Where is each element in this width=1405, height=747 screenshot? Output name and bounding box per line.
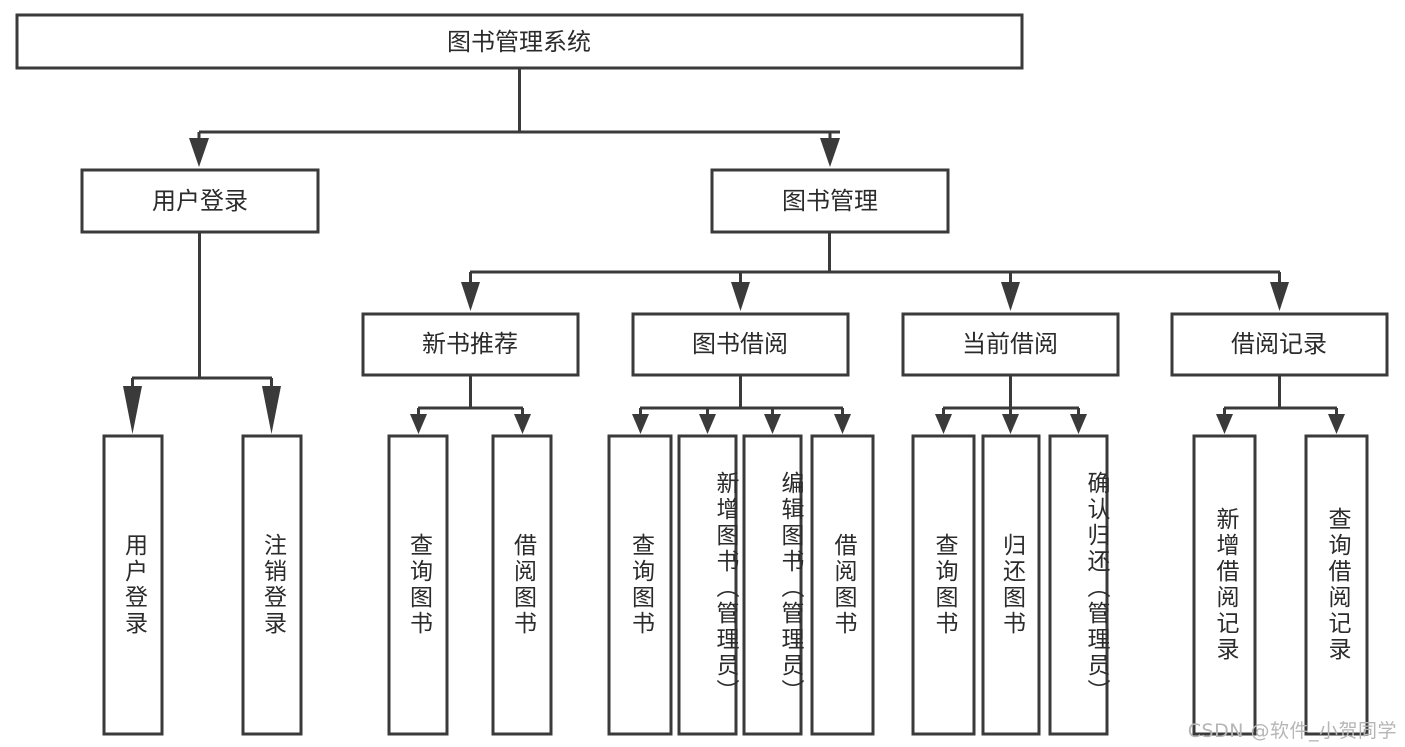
arrowhead-new-book-rec <box>461 282 480 311</box>
connector-group-root <box>189 68 840 167</box>
node-user-login[interactable]: 用户登录 <box>80 168 320 234</box>
connector-group-current-borrow <box>935 375 1087 434</box>
leaf-box-bb-query-book[interactable] <box>607 434 673 736</box>
watermark-text: CSDN @软件_小贺同学 <box>1187 720 1397 742</box>
node-new-book-recommend[interactable]: 新书推荐 <box>361 312 580 377</box>
leaf-box-logout[interactable] <box>241 434 303 736</box>
leaf-box-br-add-record[interactable] <box>1192 434 1257 736</box>
arrowhead-current-borrow <box>1001 282 1020 311</box>
leaf-box-bb-borrow-book[interactable] <box>810 434 875 736</box>
arrowhead-bb-leaf-2 <box>699 414 716 434</box>
arrowhead-nbr-leaf-1 <box>410 414 427 434</box>
arrowhead-cb-leaf-2 <box>1002 414 1019 434</box>
connector-group-user-login <box>123 232 281 434</box>
connector-group-new-book-rec <box>410 375 531 434</box>
leaf-box-br-query-record[interactable] <box>1304 434 1369 736</box>
arrowhead-bb-leaf-4 <box>834 414 851 434</box>
leaf-box-nbr-borrow-book[interactable] <box>491 434 553 736</box>
arrowhead-leaf-user-login <box>123 386 142 434</box>
connector-group-book-mgmt <box>461 232 1289 311</box>
arrowhead-br-leaf-2 <box>1328 414 1345 434</box>
arrowhead-borrow-record <box>1270 282 1289 311</box>
leaf-box-nbr-query-book[interactable] <box>387 434 449 736</box>
connector-group-book-borrow <box>632 375 851 434</box>
node-current-borrow[interactable]: 当前借阅 <box>901 312 1120 377</box>
arrowhead-book-mgmt <box>820 138 840 167</box>
node-root[interactable]: 图书管理系统 <box>15 13 1024 70</box>
node-book-management-box[interactable] <box>710 168 950 234</box>
node-book-borrow-label: 图书借阅 <box>692 330 788 358</box>
arrowhead-book-borrow <box>731 282 750 311</box>
arrowhead-cb-leaf-3 <box>1070 414 1087 434</box>
node-borrow-record-box[interactable] <box>1170 312 1389 377</box>
arrowhead-nbr-leaf-2 <box>514 414 531 434</box>
arrowhead-br-leaf-1 <box>1216 414 1233 434</box>
node-user-login-box[interactable] <box>80 168 320 234</box>
node-borrow-record-label: 借阅记录 <box>1231 330 1327 358</box>
arrowhead-bb-leaf-3 <box>764 414 781 434</box>
node-new-book-recommend-label: 新书推荐 <box>422 330 518 358</box>
node-current-borrow-box[interactable] <box>901 312 1120 377</box>
arrowhead-cb-leaf-1 <box>935 414 952 434</box>
node-book-borrow[interactable]: 图书借阅 <box>631 312 850 377</box>
connector-group-borrow-record <box>1216 375 1345 434</box>
arrowhead-user-login <box>189 138 209 167</box>
leaf-box-cb-query-book[interactable] <box>911 434 976 736</box>
arrowhead-leaf-logout <box>262 386 281 434</box>
node-book-management[interactable]: 图书管理 <box>710 168 950 234</box>
node-current-borrow-label: 当前借阅 <box>962 330 1058 358</box>
leaf-box-bb-add-book[interactable] <box>677 434 738 736</box>
leaf-box-cb-return-book[interactable] <box>981 434 1041 736</box>
leaf-box-cb-confirm-return[interactable] <box>1048 434 1109 736</box>
node-user-login-label: 用户登录 <box>152 187 248 215</box>
arrowhead-bb-leaf-1 <box>632 414 649 434</box>
node-new-book-recommend-box[interactable] <box>361 312 580 377</box>
node-borrow-record[interactable]: 借阅记录 <box>1170 312 1389 377</box>
node-root-label: 图书管理系统 <box>447 28 591 56</box>
node-book-management-label: 图书管理 <box>782 187 878 215</box>
node-root-box[interactable] <box>15 13 1024 70</box>
leaf-box-user-login[interactable] <box>102 434 164 736</box>
node-book-borrow-box[interactable] <box>631 312 850 377</box>
leaf-box-bb-edit-book[interactable] <box>742 434 803 736</box>
